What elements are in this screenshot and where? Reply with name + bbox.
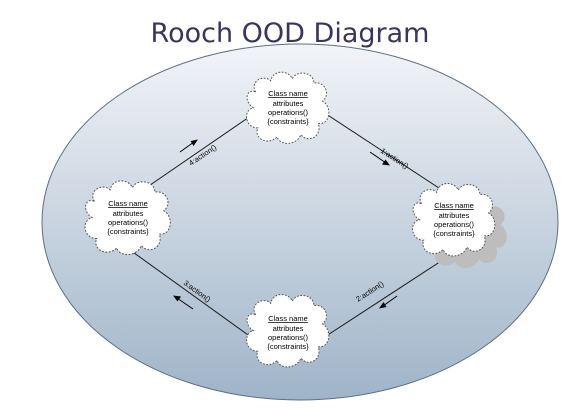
class-operations: operations() xyxy=(434,220,475,229)
class-name: Class name xyxy=(268,89,308,98)
connector-bottom-left xyxy=(129,249,256,341)
background-ellipse xyxy=(41,43,559,401)
class-attributes: attributes xyxy=(113,209,144,218)
class-name: Class name xyxy=(108,199,148,208)
message-arrow-1 xyxy=(369,151,390,166)
class-name: Class name xyxy=(268,314,308,323)
class-constraints: {constraints} xyxy=(433,229,475,238)
class-cloud-left[interactable]: Class name attributes operations() {cons… xyxy=(84,180,171,256)
connectors xyxy=(129,109,453,341)
class-attributes: attributes xyxy=(273,324,304,333)
class-constraints: {constraints} xyxy=(107,227,149,236)
message-arrow-4 xyxy=(179,139,198,153)
connector-left-top xyxy=(139,112,256,193)
class-operations: operations() xyxy=(268,108,309,117)
class-attributes: attributes xyxy=(439,211,470,220)
connector-right-bottom xyxy=(319,253,453,341)
class-constraints: {constraints} xyxy=(267,117,309,126)
class-cloud-top[interactable]: Class name attributes operations() {cons… xyxy=(245,71,330,144)
message-arrows xyxy=(173,139,398,310)
class-constraints: {constraints} xyxy=(267,342,309,351)
class-attributes: attributes xyxy=(273,99,304,108)
class-name: Class name xyxy=(434,201,474,210)
class-operations: operations() xyxy=(108,218,149,227)
message-arrow-3 xyxy=(173,295,194,310)
connector-top-right xyxy=(319,109,446,193)
message-arrow-2 xyxy=(379,295,398,309)
class-cloud-bottom[interactable]: Class name attributes operations() {cons… xyxy=(245,293,330,368)
class-cloud-right[interactable]: Class name attributes operations() {cons… xyxy=(411,182,507,268)
class-operations: operations() xyxy=(268,333,309,342)
